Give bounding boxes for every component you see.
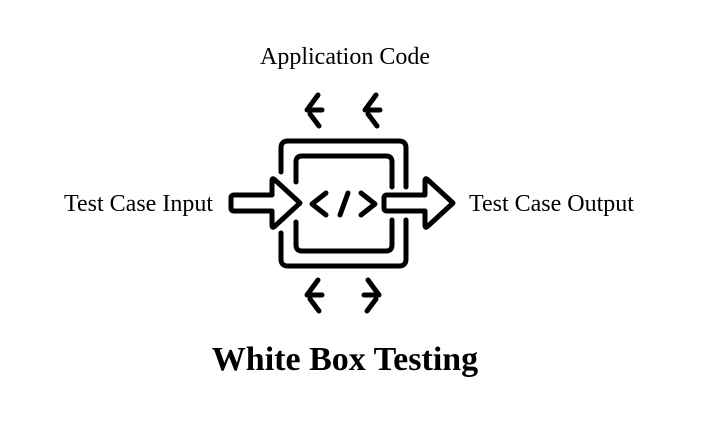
test-case-input-label: Test Case Input: [64, 191, 213, 217]
application-code-label: Application Code: [260, 44, 430, 70]
inner-box: [293, 153, 395, 254]
outer-box: [278, 138, 409, 269]
code-brackets-icon: [309, 190, 378, 218]
input-arrow-icon: [228, 176, 303, 230]
test-case-output-label: Test Case Output: [469, 191, 634, 217]
lightning-icon: [304, 92, 383, 314]
diagram-title: White Box Testing: [211, 341, 479, 378]
output-arrow-icon: [381, 176, 456, 230]
